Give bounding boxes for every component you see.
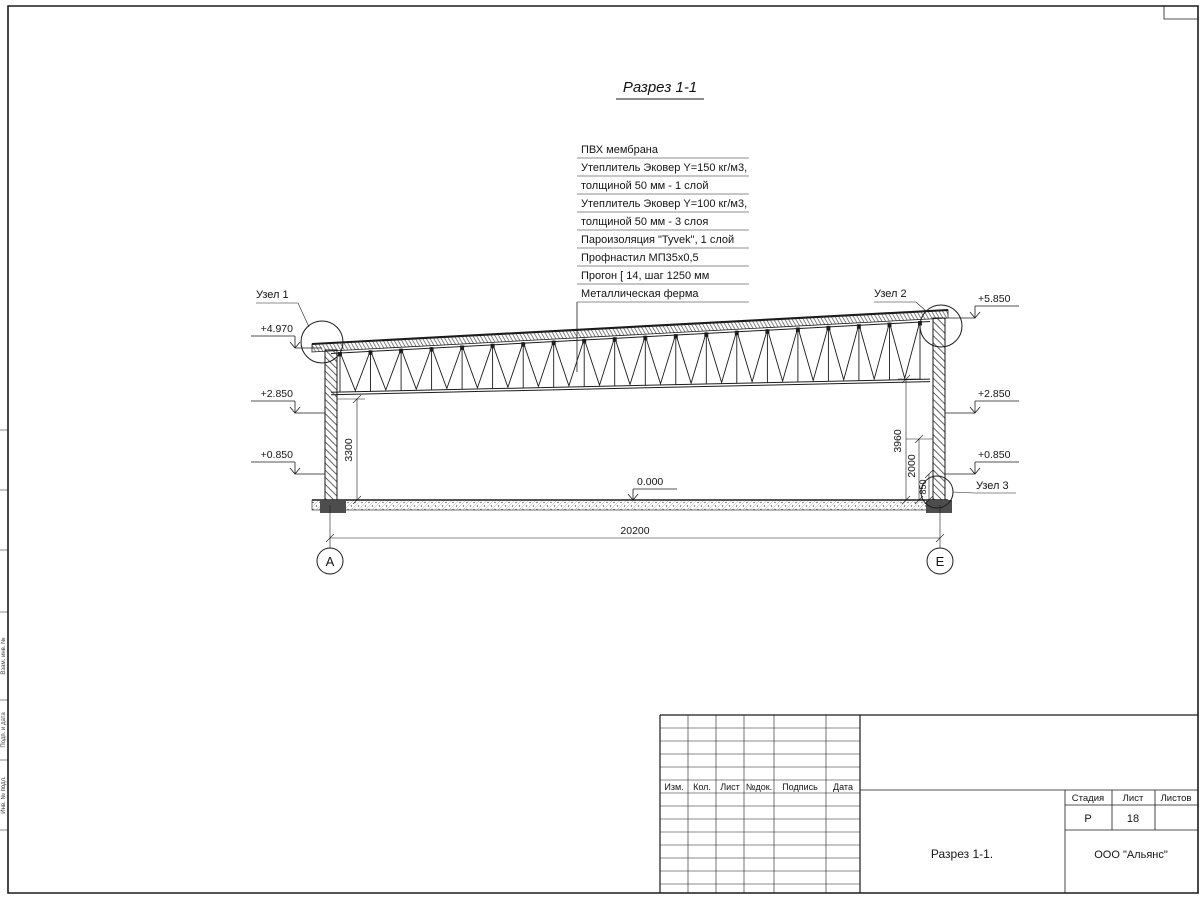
tb-header-podpis: Подпись <box>782 782 818 792</box>
elevation-arrow <box>948 305 1019 319</box>
axis-left-label: А <box>326 554 335 569</box>
elevation-value: +0.850 <box>261 449 294 461</box>
dim-right-850-lines <box>924 469 934 505</box>
tb-header-izm: Изм. <box>664 782 683 792</box>
tb-header-list: Лист <box>720 782 740 792</box>
node-2-leader <box>874 301 927 312</box>
elevation-arrow <box>251 400 325 414</box>
roof-membrane-line <box>311 308 949 346</box>
callout-line: Профнастил МП35х0,5 <box>581 252 699 264</box>
tb-sheets-label: Листов <box>1161 793 1192 804</box>
axis-bubble-left <box>316 547 344 575</box>
callout-line: Металлическая ферма <box>581 288 699 300</box>
elevation-arrow <box>251 335 322 349</box>
roof-callout: ПВХ мембрана Утеплитель Эковер Y=150 кг/… <box>576 144 749 372</box>
tb-sheet-label: Лист <box>1123 793 1144 804</box>
margin-label: Взам. инв. № <box>0 637 7 674</box>
dim-right-2000-value: 2000 <box>906 454 918 478</box>
elevation-value: +0.850 <box>978 449 1011 461</box>
truss-bottom-chord-top <box>330 378 931 393</box>
tb-stage-label: Стадия <box>1072 793 1104 804</box>
dim-right-850-value: 850 <box>918 479 928 494</box>
node-markers: Узел 1 Узел 2 Узел 3 <box>256 288 1016 509</box>
node-2-circle <box>919 304 963 348</box>
title-block: Изм. Кол. Лист №док. Подпись Дата Стадия… <box>659 714 1198 893</box>
node-3-label: Узел 3 <box>976 480 1009 492</box>
corner-stamp-box <box>1163 6 1198 20</box>
view-title-text: Разрез 1-1 <box>623 79 697 96</box>
truss-bottom-chord-bottom <box>330 381 931 396</box>
node-1-label: Узел 1 <box>256 289 289 301</box>
dimensions: 20200 А Е 3300 3960 2000 850 <box>316 374 954 575</box>
elevation-arrow <box>945 400 1019 414</box>
left-footing <box>320 500 346 513</box>
tb-drawing-name: Разрез 1-1. <box>931 847 993 861</box>
elevation-value: +4.970 <box>261 323 294 335</box>
sheet-frame <box>7 5 1199 894</box>
axis-right-label: Е <box>936 554 945 569</box>
view-title: Разрез 1-1 <box>616 79 704 100</box>
elevation-arrow <box>945 461 1019 475</box>
dim-right-3960-value: 3960 <box>892 429 904 453</box>
tb-header-ndok: №док. <box>746 782 772 792</box>
tb-stage-value: Р <box>1084 813 1091 825</box>
elevation-arrow <box>627 488 677 501</box>
axis-bubble-right <box>926 547 954 575</box>
elevation-value: +2.850 <box>978 388 1011 400</box>
node-1-leader <box>256 302 310 328</box>
title-block-right-lines <box>860 789 1198 893</box>
callout-line: толщиной 50 мм - 3 слоя <box>581 216 708 228</box>
margin-label: Инв. № подл. <box>0 776 7 814</box>
tb-header-data: Дата <box>833 782 853 792</box>
frame-border <box>7 5 1199 894</box>
dim-left-height-value: 3300 <box>343 438 355 462</box>
ground-slab <box>311 499 949 511</box>
elevation-value: +2.850 <box>261 388 294 400</box>
margin-table-dividers <box>0 429 8 831</box>
callout-line: Прогон [ 14, шаг 1250 мм <box>581 270 709 282</box>
elevation-value: +5.850 <box>978 293 1011 305</box>
elevation-arrow <box>251 461 325 475</box>
elevation-marks: +4.970 +2.850 +0.850 +5.850 +2.850 +0.85… <box>251 293 1019 501</box>
dim-right-2000-lines <box>906 434 933 505</box>
right-wall <box>932 317 946 501</box>
title-block-outline <box>659 714 1198 893</box>
callout-line: толщиной 50 мм - 1 слой <box>581 180 708 192</box>
callout-line: ПВХ мембрана <box>581 144 659 156</box>
node-3-leader <box>952 491 1016 494</box>
truss-web-members <box>339 320 921 392</box>
right-footing <box>926 500 952 513</box>
building-section <box>311 308 952 513</box>
left-wall <box>324 349 338 501</box>
title-block-left-rows <box>660 727 860 885</box>
tb-sheet-value: 18 <box>1127 813 1139 825</box>
tb-company: ООО "Альянс" <box>1094 849 1168 861</box>
callout-line: Утеплитель Эковер Y=100 кг/м3, <box>581 198 747 210</box>
dim-left-height-lines <box>337 394 365 505</box>
dim-span-value: 20200 <box>620 525 649 537</box>
margin-table: Взам. инв. № Подп. и дата Инв. № подл. <box>0 429 8 831</box>
callout-line: Утеплитель Эковер Y=150 кг/м3, <box>581 162 747 174</box>
title-block-left-columns <box>687 715 827 893</box>
callout-line: Пароизоляция "Tyvek", 1 слой <box>581 234 734 246</box>
callout-rules <box>577 157 749 303</box>
node-1-circle <box>300 320 344 364</box>
tb-header-kol: Кол. <box>693 782 711 792</box>
elevation-value: 0.000 <box>637 476 663 488</box>
node-2-label: Узел 2 <box>874 288 907 300</box>
dim-right-3960-lines <box>898 374 920 505</box>
margin-label: Подп. и дата <box>1 712 7 748</box>
dim-span-lines <box>325 505 945 548</box>
